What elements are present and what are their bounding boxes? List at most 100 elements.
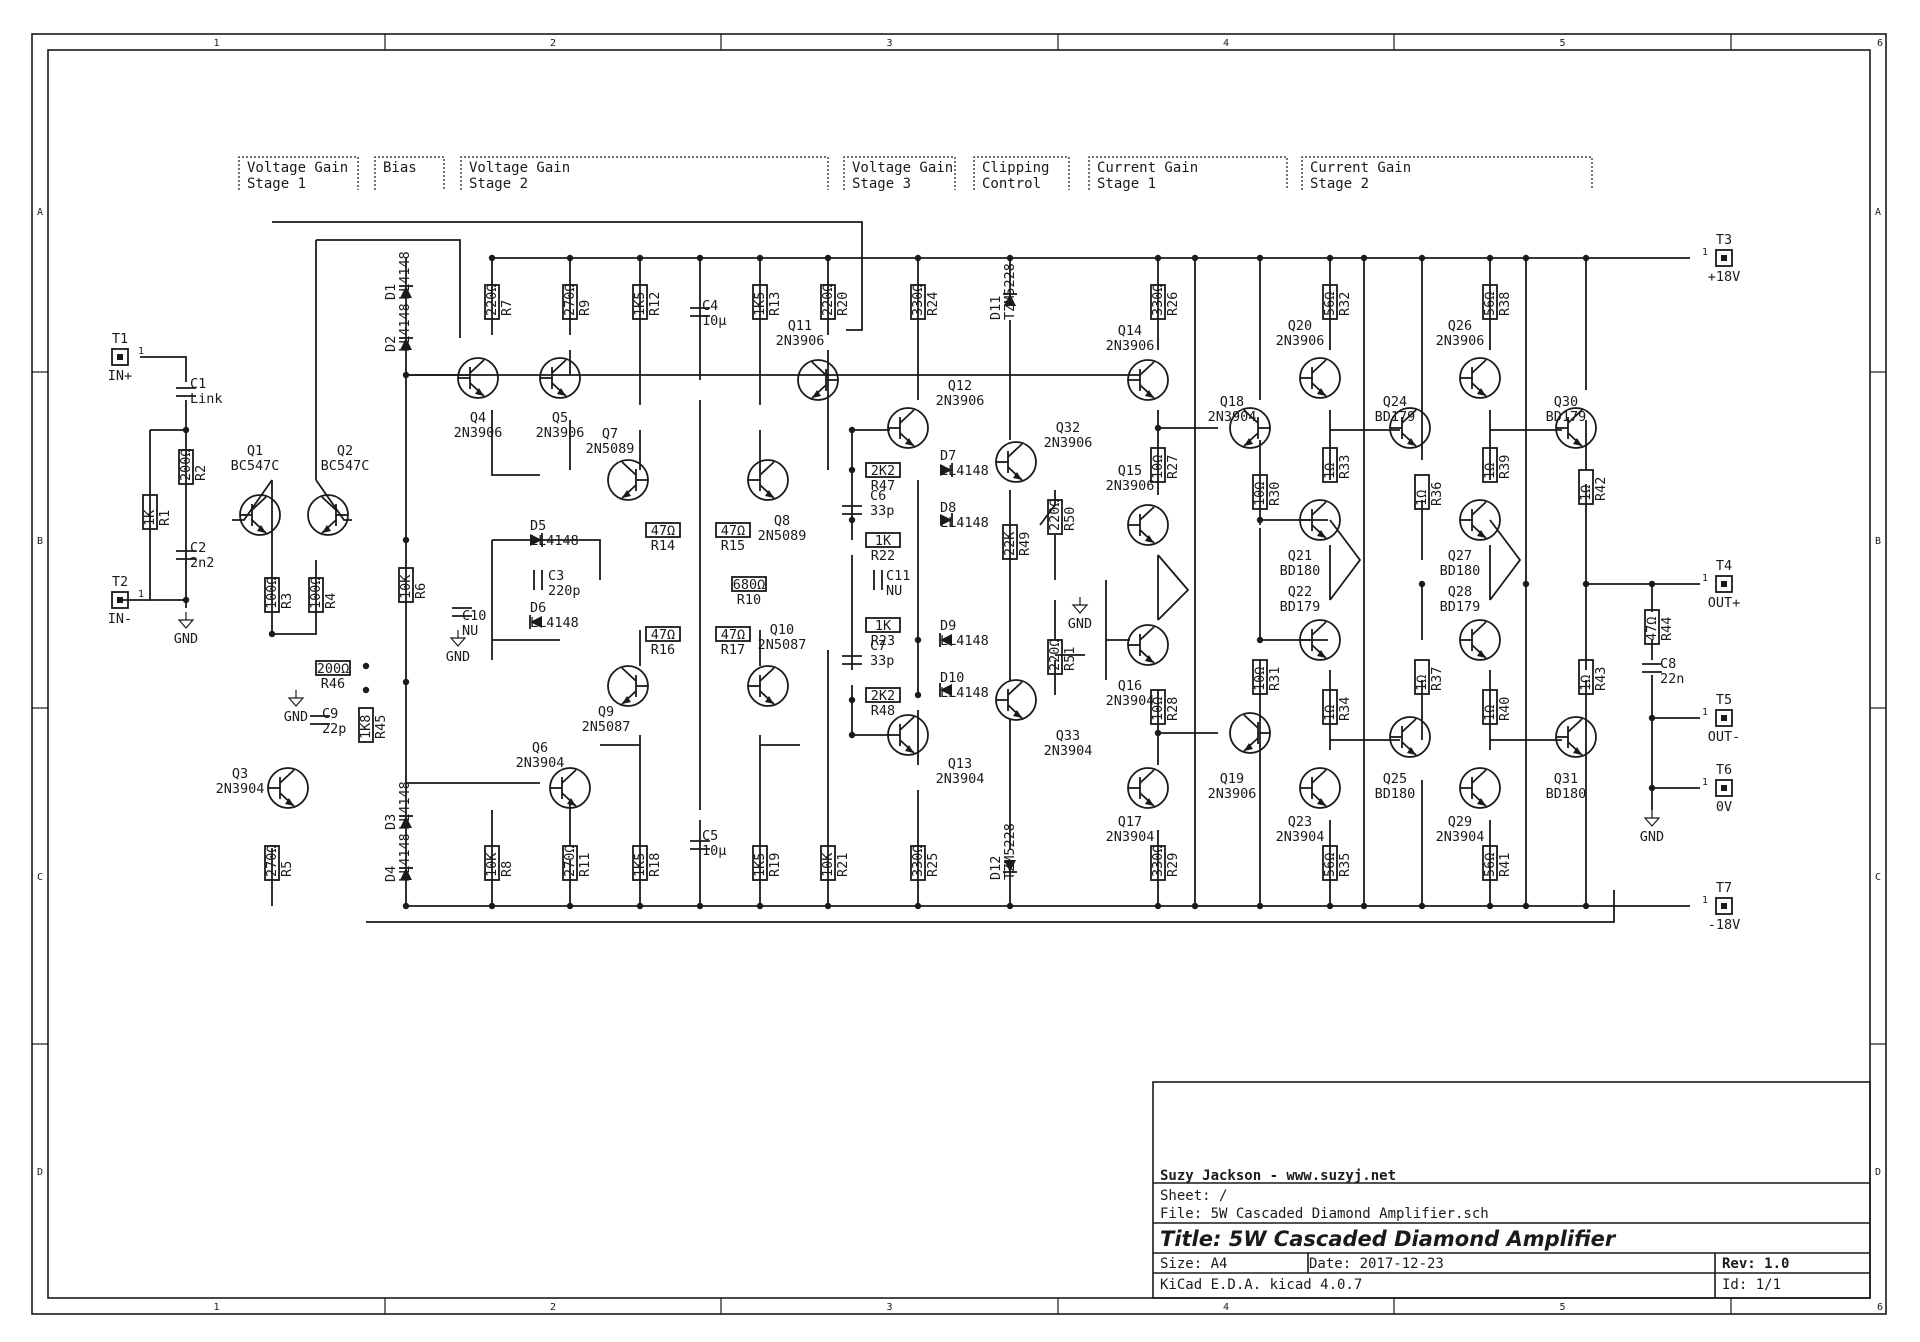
diode-value: LL4148 [397, 251, 413, 300]
section-title: Clipping [982, 160, 1049, 176]
title-block-size: Size: A4 [1160, 1256, 1227, 1272]
resistor-value: 200Ω [317, 661, 350, 677]
resistor-ref: R2 [193, 465, 209, 481]
zone-column-label: 6 [1877, 1302, 1883, 1313]
diode-ref: D7 [940, 448, 956, 464]
resistor-body [1482, 689, 1498, 725]
resistor-value: 56Ω [1322, 853, 1338, 877]
section-bracket [843, 156, 956, 190]
zone-column-label: 4 [1223, 38, 1229, 49]
transistor-collector [469, 359, 485, 374]
transistor-collector [1311, 621, 1327, 636]
resistor-value: 330Ω [1150, 844, 1166, 877]
connector-ref: T6 [1716, 762, 1732, 778]
capacitor-value: NU [886, 583, 902, 599]
junction-dot [1191, 254, 1199, 262]
transistor-collector [1311, 501, 1327, 516]
junction-dot [1648, 714, 1656, 722]
transistor-part: 2N3904 [1106, 693, 1155, 709]
zone-row-label: A [1875, 207, 1881, 218]
capacitor-ref: C7 [870, 638, 886, 654]
resistor-value: 22K [1002, 531, 1018, 556]
transistor-collector [811, 361, 827, 376]
junction-dot [914, 902, 922, 910]
junction-dot [1256, 516, 1264, 524]
capacitor-ref: C11 [886, 568, 910, 584]
transistor-collector [1567, 718, 1583, 733]
resistor-value: 1K5 [752, 292, 768, 316]
resistor-value: 270Ω [562, 844, 578, 877]
title-block-tool: KiCad E.D.A. kicad 4.0.7 [1160, 1277, 1362, 1293]
junction-dot [914, 636, 922, 644]
section-title: Current Gain [1097, 160, 1198, 176]
diode-value: LL4148 [940, 463, 989, 479]
junction-dot [362, 662, 370, 670]
junction-dot [914, 254, 922, 262]
capacitor-value: 2n2 [190, 555, 214, 571]
resistor-value: 47Ω [721, 523, 745, 539]
transistor-part: 2N3904 [1106, 829, 1155, 845]
junction-dot [1648, 784, 1656, 792]
junction-dot [824, 254, 832, 262]
resistor-body [645, 522, 681, 538]
junction-dot [1006, 902, 1014, 910]
transistor-arrow [1244, 438, 1253, 446]
junction-dot [636, 902, 644, 910]
junction-dot [1326, 902, 1334, 910]
resistor-value: 1Ω [1578, 485, 1594, 501]
wire [1489, 519, 1522, 601]
diode-ref: D10 [940, 670, 964, 686]
resistor-value: 680Ω [733, 577, 766, 593]
resistor-ref: R46 [321, 676, 345, 692]
resistor-body [1482, 845, 1498, 881]
ground-label: GND [284, 709, 308, 725]
resistor-ref: R20 [835, 292, 851, 316]
section-bracket [374, 156, 445, 190]
transistor-arrow [1573, 438, 1582, 446]
capacitor-ref: C2 [190, 540, 206, 556]
resistor-value: 56Ω [1482, 292, 1498, 316]
resistor-value: 10Ω [1150, 455, 1166, 479]
resistor-body [752, 284, 768, 320]
pin-number: 1 [1702, 247, 1708, 258]
wire [272, 221, 863, 331]
transistor-ref: Q19 [1220, 771, 1244, 787]
transistor-arrow [1317, 798, 1326, 806]
resistor-value: 270Ω [264, 844, 280, 877]
connector-label: OUT- [1708, 729, 1741, 745]
transistor-arrow [567, 798, 576, 806]
resistor-value: 100Ω [264, 576, 280, 609]
resistor-ref: R49 [1017, 532, 1033, 556]
transistor-collector [1311, 769, 1327, 784]
resistor-value: 47Ω [651, 523, 675, 539]
transistor-ref: Q15 [1118, 463, 1142, 479]
resistor-value: 200Ω [178, 448, 194, 481]
resistor-body [645, 626, 681, 642]
junction-dot [566, 902, 574, 910]
resistor-ref: R14 [651, 538, 675, 554]
resistor-value: 2K2 [871, 463, 895, 479]
diode-ref: D9 [940, 618, 956, 634]
transistor-collector [899, 409, 915, 424]
junction-dot [848, 696, 856, 704]
transistor-ref: Q18 [1220, 394, 1244, 410]
connector-ref: T5 [1716, 692, 1732, 708]
